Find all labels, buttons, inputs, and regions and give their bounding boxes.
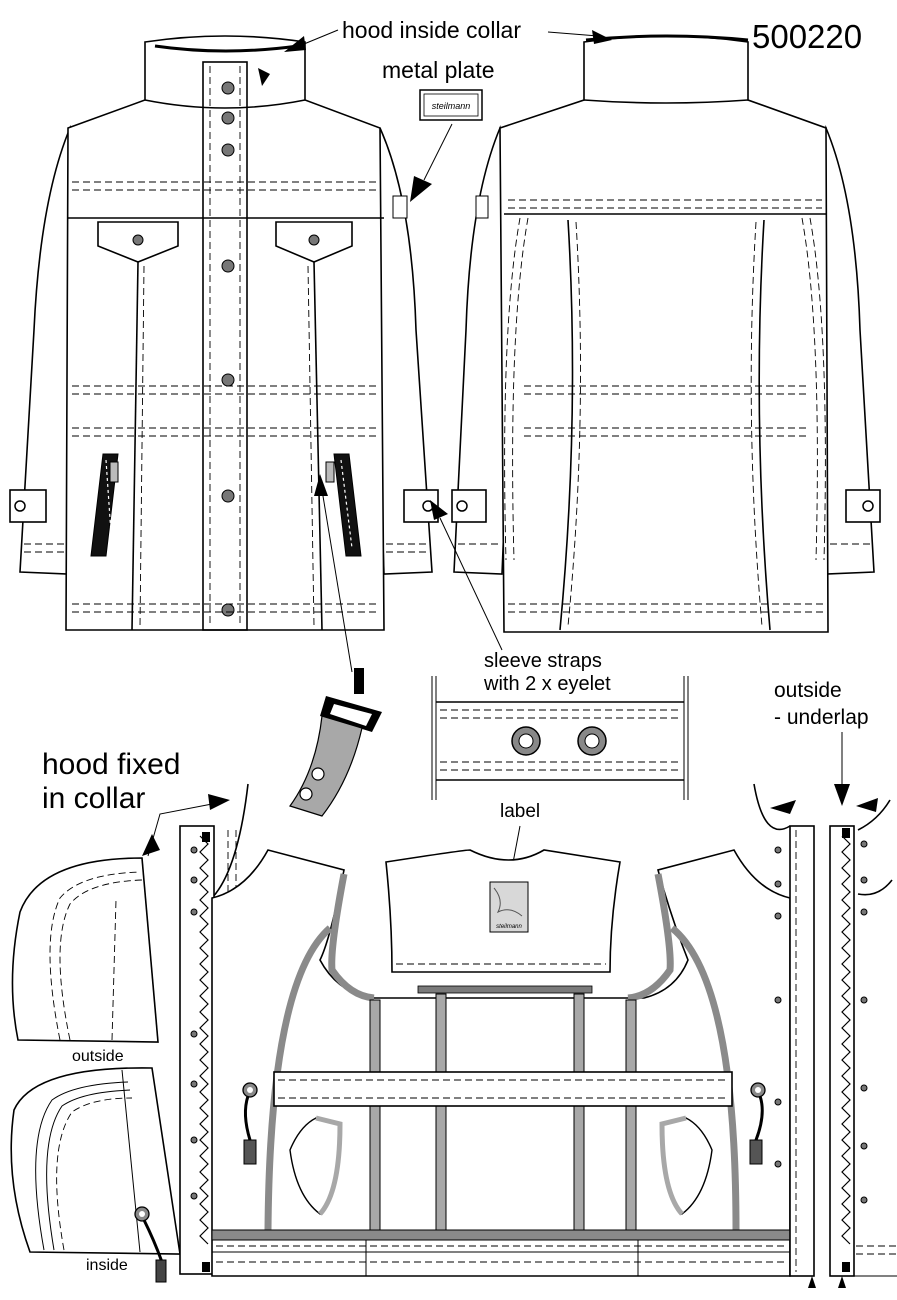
button xyxy=(221,81,235,95)
callout-inside: inside xyxy=(86,1257,128,1274)
callout-metal-plate: metal plate xyxy=(382,57,495,83)
button xyxy=(221,259,235,273)
callout-hood-fixed-line2: in collar xyxy=(42,782,145,815)
button xyxy=(221,111,235,125)
sleeve-strap-detail xyxy=(431,676,689,800)
callout-outside-line2: - underlap xyxy=(774,706,869,729)
metal-plate-sample: steilmann xyxy=(419,89,483,121)
plate-brand-text: steilmann xyxy=(432,101,471,111)
callout-hood-inside-collar: hood inside collar xyxy=(342,17,521,43)
style-number: 500220 xyxy=(752,18,862,55)
label-brand-text: steilmann xyxy=(496,924,522,930)
button xyxy=(221,373,235,387)
callout-outside: outside xyxy=(72,1048,124,1065)
hood-outside-detail xyxy=(11,857,159,1043)
button xyxy=(221,603,235,617)
front-view xyxy=(9,35,439,631)
callout-outside-line1: outside xyxy=(774,679,842,702)
button xyxy=(221,489,235,503)
zipper-pull-detail xyxy=(289,668,382,817)
hood-inside-detail xyxy=(10,1067,181,1283)
callout-label: label xyxy=(500,801,540,822)
front-buttons xyxy=(221,81,235,617)
brand-label: steilmann xyxy=(489,881,529,933)
callout-hood-fixed-line1: hood fixed xyxy=(42,748,180,781)
callout-sleeve-straps-line2: with 2 x eyelet xyxy=(483,673,611,695)
back-view xyxy=(451,34,881,633)
callout-sleeve-straps-line1: sleeve straps xyxy=(484,650,602,672)
button xyxy=(221,143,235,157)
inside-view: steilmann xyxy=(179,783,897,1288)
